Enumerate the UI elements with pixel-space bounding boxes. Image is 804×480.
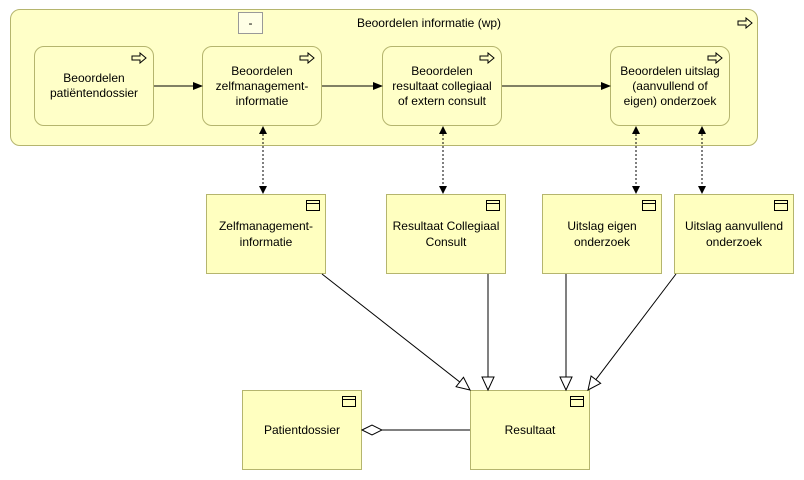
object-zelfmanagement-informatie[interactable]: Zelfmanagement-informatie	[206, 194, 326, 274]
object-label: Uitslag eigen onderzoek	[567, 219, 637, 249]
business-object-icon	[342, 396, 356, 407]
object-patientdossier[interactable]: Patientdossier	[242, 390, 362, 470]
process-beoordelen-zelfmanagement[interactable]: Beoordelen zelfmanagement-informatie	[202, 46, 322, 126]
object-label: Resultaat	[504, 423, 556, 437]
process-arrow-icon	[707, 52, 723, 64]
group-title: Beoordelen informatie (wp)	[356, 16, 502, 30]
process-arrow-icon	[737, 17, 753, 29]
process-arrow-icon	[479, 52, 495, 64]
process-beoordelen-uitslag-onderzoek[interactable]: Beoordelen uitslag (aanvullend of eigen)…	[610, 46, 730, 126]
object-resultaat-collegiaal-consult[interactable]: Resultaat Collegiaal Consult	[386, 194, 506, 274]
business-object-icon	[570, 396, 584, 407]
process-label: Beoordelen resultaat collegiaal of exter…	[392, 63, 492, 108]
object-uitslag-aanvullend-onderzoek[interactable]: Uitslag aanvullend onderzoek	[674, 194, 794, 274]
process-beoordelen-resultaat-consult[interactable]: Beoordelen resultaat collegiaal of exter…	[382, 46, 502, 126]
aggregation-diamond	[360, 424, 384, 436]
business-object-icon	[306, 200, 320, 211]
object-label: Patientdossier	[263, 423, 341, 437]
process-label: Beoordelen patiëntendossier	[49, 71, 139, 100]
object-resultaat[interactable]: Resultaat	[470, 390, 590, 470]
process-arrow-icon	[131, 52, 147, 64]
business-object-icon	[774, 200, 788, 211]
process-label: Beoordelen uitslag (aanvullend of eigen)…	[620, 63, 720, 108]
collapse-button[interactable]: -	[238, 12, 263, 34]
object-label: Uitslag aanvullend onderzoek	[684, 219, 784, 249]
process-label: Beoordelen zelfmanagement-informatie	[215, 63, 309, 108]
object-uitslag-eigen-onderzoek[interactable]: Uitslag eigen onderzoek	[542, 194, 662, 274]
object-label: Zelfmanagement-informatie	[218, 219, 314, 249]
process-beoordelen-patientendossier[interactable]: Beoordelen patiëntendossier	[34, 46, 154, 126]
specialization-o4-resultaat[interactable]	[587, 273, 677, 391]
process-arrow-icon	[299, 52, 315, 64]
specialization-o1-resultaat[interactable]	[321, 273, 471, 391]
business-object-icon	[642, 200, 656, 211]
object-label: Resultaat Collegiaal Consult	[392, 219, 500, 249]
business-object-icon	[486, 200, 500, 211]
